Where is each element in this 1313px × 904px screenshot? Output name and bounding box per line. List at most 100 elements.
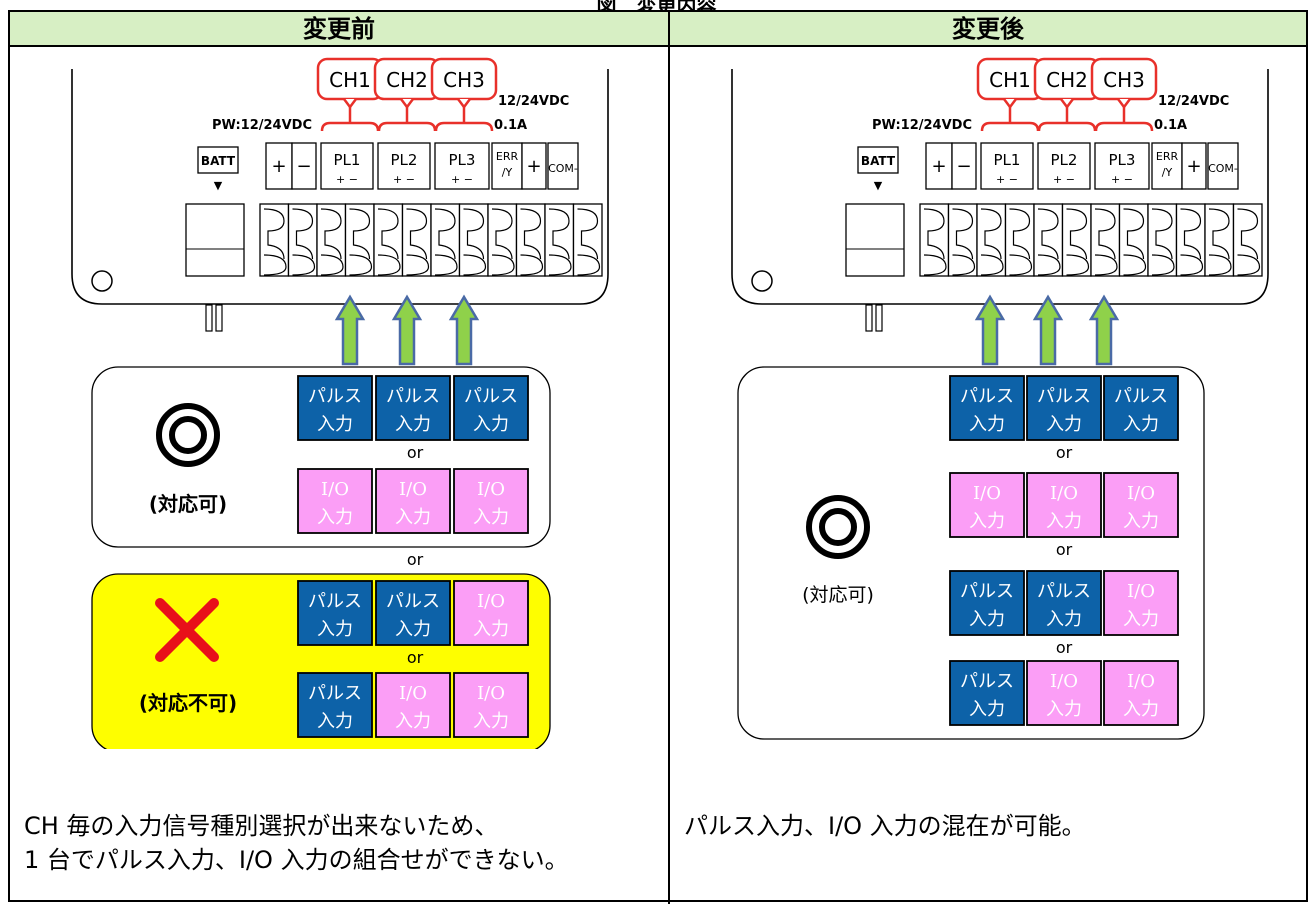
- after-ok-status: (対応可): [802, 584, 874, 606]
- after-terminal-screw: [1232, 203, 1263, 277]
- after-up-arrow-icon: [1032, 294, 1064, 366]
- before-ng-tile-label: 入力: [395, 619, 431, 640]
- after-ok-tile-label: 入力: [969, 414, 1005, 435]
- before-ok-tile-label: I/O: [321, 479, 349, 500]
- before-terminal-screw: [430, 203, 461, 277]
- before-ok-tile-label: 入力: [473, 414, 509, 435]
- before-ok-io-input-tile: I/O入力: [375, 468, 451, 534]
- before-terminal-label: COM-: [548, 162, 578, 175]
- before-batt-label: BATT: [201, 154, 236, 168]
- before-channel-label: CH2: [386, 68, 428, 92]
- after-current-label: 0.1A: [1154, 118, 1187, 133]
- after-terminal-label: PL2: [1051, 151, 1078, 169]
- before-terminal-screw: [316, 203, 347, 277]
- before-ng-tile-label: 入力: [473, 619, 509, 640]
- after-ok-box: [737, 366, 1205, 740]
- after-terminal-label-box: [1094, 142, 1150, 190]
- after-ok-tile-label: パルス: [1037, 581, 1091, 602]
- before-ok-pulse-input-tile: パルス入力: [375, 375, 451, 441]
- after-terminal-label-box: [1037, 142, 1091, 190]
- before-ok-tile-label: 入力: [317, 414, 353, 435]
- before-terminal-label: /Y: [502, 166, 513, 179]
- before-ok-tile-label: 入力: [395, 507, 431, 528]
- before-ok-tile-label: 入力: [317, 507, 353, 528]
- before-channel-callout: CH2: [373, 57, 441, 132]
- after-up-arrow-icon: [1088, 294, 1120, 366]
- before-channel-callout: CH1: [316, 57, 384, 132]
- after-ok-pulse-input-tile: パルス入力: [1026, 375, 1102, 441]
- after-ok-io-input-tile: I/O入力: [1103, 660, 1179, 726]
- before-terminal-screw: [401, 203, 432, 277]
- after-ok-tile-label: 入力: [1046, 511, 1082, 532]
- after-batt-arrow-icon: ▼: [874, 179, 883, 192]
- after-ok-tile-label: 入力: [1123, 699, 1159, 720]
- before-ok-io-input-tile: I/O入力: [453, 468, 529, 534]
- before-terminal-label: PL1: [334, 151, 361, 169]
- after-battery-connector: [845, 203, 905, 277]
- after-ok-pulse-input-tile: パルス入力: [1026, 570, 1102, 636]
- after-ok-tile-label: パルス: [960, 581, 1014, 602]
- after-polarity-label: + −: [1053, 173, 1075, 186]
- after-ok-tile-label: I/O: [1050, 483, 1078, 504]
- after-ok-io-input-tile: I/O入力: [1026, 660, 1102, 726]
- before-up-arrow-icon: [334, 294, 366, 366]
- after-batt-box: [857, 146, 899, 174]
- before-ok-pulse-input-tile: パルス入力: [453, 375, 529, 441]
- after-ok-pulse-input-tile: パルス入力: [949, 375, 1025, 441]
- before-battery-pin: [215, 304, 223, 332]
- before-batt-box: [197, 146, 239, 174]
- before-batt-arrow-icon: ▼: [214, 179, 223, 192]
- before-terminal-screw: [515, 203, 546, 277]
- before-ng-tile-label: 入力: [317, 711, 353, 732]
- before-terminal-screw: [458, 203, 489, 277]
- after-terminal-screw: [1033, 203, 1064, 277]
- after-ok-separator: or: [1056, 540, 1073, 559]
- before-terminal-label-box: [320, 142, 374, 190]
- after-housing: [731, 69, 1269, 305]
- after-channel-label: CH2: [1046, 68, 1088, 92]
- before-up-arrow-icon: [391, 294, 423, 366]
- before-terminal-screw: [572, 203, 603, 277]
- before-terminal-label: +: [271, 156, 286, 177]
- header-before: 変更前: [10, 12, 668, 47]
- after-ok-tile-label: 入力: [1046, 699, 1082, 720]
- after-ok-tile-label: 入力: [1123, 609, 1159, 630]
- after-battery-pin: [865, 304, 873, 332]
- before-between-or: or: [407, 550, 424, 569]
- before-ng-separator: or: [407, 648, 424, 667]
- before-cross-icon: [155, 598, 219, 662]
- before-ng-pulse-input-tile: パルス入力: [375, 580, 451, 646]
- before-terminal-screw: [487, 203, 518, 277]
- after-terminal-screw: [1004, 203, 1035, 277]
- before-terminal-label: ERR: [496, 150, 519, 163]
- after-ok-io-input-tile: I/O 入力: [1103, 570, 1179, 636]
- before-channel-label: CH1: [329, 68, 371, 92]
- after-channel-callout: CH1: [976, 57, 1044, 132]
- before-terminal-label: PL3: [449, 151, 476, 169]
- before-ng-tile-label: パルス: [308, 683, 362, 704]
- before-polarity-label: + −: [393, 173, 415, 186]
- after-channel-label: CH1: [989, 68, 1031, 92]
- before-ng-pulse-input-tile: パルス入力: [297, 580, 373, 646]
- before-ng-tile-label: 入力: [317, 619, 353, 640]
- before-ok-pulse-input-tile: パルス入力: [297, 375, 373, 441]
- after-terminal-screw: [1204, 203, 1235, 277]
- before-housing: [71, 69, 609, 305]
- after-mount-hole: [751, 270, 773, 292]
- after-ok-tile-label: I/O: [1127, 581, 1155, 602]
- after-ok-io-input-tile: I/O 入力: [1026, 472, 1102, 538]
- before-mount-hole: [91, 270, 113, 292]
- after-channel-label: CH3: [1103, 68, 1145, 92]
- after-terminal-label: ERR: [1156, 150, 1179, 163]
- after-terminal-label: +: [1186, 156, 1201, 177]
- after-polarity-label: + −: [1111, 173, 1133, 186]
- after-rating-label: 12/24VDC: [1158, 94, 1229, 109]
- after-channel-callout: CH3: [1090, 57, 1158, 132]
- after-terminal-screw: [1175, 203, 1206, 277]
- before-ng-tile-label: I/O: [477, 591, 505, 612]
- after-power-label: PW:12/24VDC: [872, 118, 972, 133]
- after-ok-tile-label: 入力: [1046, 609, 1082, 630]
- after-ok-io-input-tile: I/O入力: [949, 472, 1025, 538]
- before-ng-tile-label: パルス: [386, 591, 440, 612]
